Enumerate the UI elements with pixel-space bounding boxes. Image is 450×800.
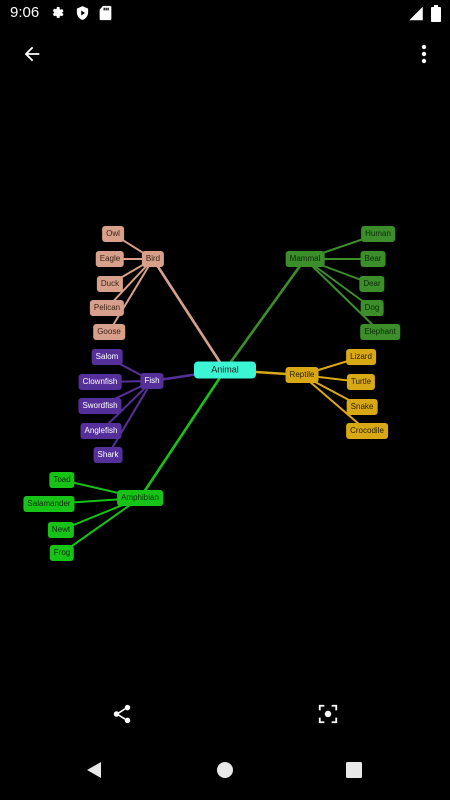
leaf-node-bird-eagle[interactable]: Eagle bbox=[95, 251, 125, 267]
leaf-node-mammal-elephant[interactable]: Elephant bbox=[360, 324, 400, 340]
branch-node-bird[interactable]: Bird bbox=[141, 251, 165, 267]
leaf-node-bird-owl[interactable]: Owl bbox=[102, 226, 124, 242]
leaf-node-fish-anglefish[interactable]: Anglefish bbox=[80, 423, 122, 439]
leaf-node-bird-duck[interactable]: Duck bbox=[96, 276, 124, 292]
share-button[interactable] bbox=[102, 696, 142, 736]
sd-card-icon bbox=[99, 5, 112, 26]
shield-play-icon bbox=[75, 5, 90, 26]
leaf-connector-amphibian-3 bbox=[61, 497, 141, 554]
leaf-node-mammal-dear[interactable]: Dear bbox=[359, 276, 385, 292]
nav-home-button[interactable] bbox=[209, 756, 241, 788]
branch-connector-bird bbox=[151, 257, 227, 372]
leaf-node-bird-pelican[interactable]: Pelican bbox=[89, 300, 125, 316]
leaf-connector-reptile-3 bbox=[301, 374, 368, 432]
leaf-node-reptile-turtle[interactable]: Turtle bbox=[346, 374, 376, 390]
leaf-node-amphibian-frog[interactable]: Frog bbox=[49, 545, 75, 561]
nav-home-icon bbox=[216, 761, 234, 784]
leaf-node-amphibian-toad[interactable]: Toad bbox=[49, 472, 75, 488]
leaf-node-mammal-bear[interactable]: Bear bbox=[360, 251, 386, 267]
share-icon bbox=[111, 703, 133, 730]
center-focus-icon bbox=[317, 703, 339, 730]
app-bar bbox=[0, 28, 450, 84]
nav-back-button[interactable] bbox=[78, 756, 110, 788]
nav-recents-button[interactable] bbox=[338, 756, 370, 788]
leaf-node-fish-salom[interactable]: Salom bbox=[91, 349, 123, 365]
leaf-node-fish-clownfish[interactable]: Clownfish bbox=[78, 374, 122, 390]
leaf-connector-bird-4 bbox=[108, 258, 154, 333]
leaf-connector-mammal-3 bbox=[304, 258, 373, 309]
root-node[interactable]: Animal bbox=[194, 361, 256, 379]
arrow-back-icon bbox=[21, 43, 43, 70]
branch-node-amphibian[interactable]: Amphibian bbox=[117, 490, 163, 506]
battery-icon bbox=[431, 5, 441, 27]
leaf-node-reptile-lizard[interactable]: Lizard bbox=[346, 349, 376, 365]
nav-back-icon bbox=[86, 761, 102, 784]
leaf-node-mammal-human[interactable]: Human bbox=[361, 226, 395, 242]
leaf-node-reptile-crocodile[interactable]: Crocodile bbox=[346, 423, 388, 439]
leaf-node-bird-goose[interactable]: Goose bbox=[93, 324, 125, 340]
leaf-node-amphibian-salamander[interactable]: Salamander bbox=[23, 496, 75, 512]
branch-node-mammal[interactable]: Mammal bbox=[285, 251, 325, 267]
leaf-node-fish-swordfish[interactable]: Swordfish bbox=[78, 398, 122, 414]
leaf-connector-fish-3 bbox=[100, 380, 153, 432]
branch-node-reptile[interactable]: Reptile bbox=[285, 367, 319, 383]
leaf-connector-bird-3 bbox=[106, 258, 154, 309]
leaf-node-fish-shark[interactable]: Shark bbox=[93, 447, 123, 463]
center-focus-button[interactable] bbox=[308, 696, 348, 736]
branch-node-fish[interactable]: Fish bbox=[140, 373, 164, 389]
nav-recents-icon bbox=[346, 761, 362, 783]
status-time: 9:06 bbox=[10, 4, 40, 21]
back-button[interactable] bbox=[12, 36, 52, 76]
branch-connector-mammal bbox=[223, 257, 307, 372]
leaf-connector-fish-4 bbox=[107, 380, 153, 456]
overflow-menu-button[interactable] bbox=[404, 36, 444, 76]
leaf-connector-mammal-4 bbox=[304, 258, 381, 333]
signal-icon bbox=[408, 6, 424, 26]
bottom-action-bar bbox=[0, 696, 450, 740]
gear-icon bbox=[50, 5, 66, 26]
branch-connector-amphibian bbox=[138, 368, 227, 500]
leaf-node-reptile-snake[interactable]: Snake bbox=[346, 399, 378, 415]
status-bar: 9:06 bbox=[0, 0, 450, 28]
leaf-node-amphibian-newt[interactable]: Newt bbox=[47, 522, 75, 538]
more-vert-icon bbox=[421, 44, 427, 69]
leaf-node-mammal-dog[interactable]: Dog bbox=[360, 300, 384, 316]
system-nav-bar bbox=[0, 750, 450, 800]
